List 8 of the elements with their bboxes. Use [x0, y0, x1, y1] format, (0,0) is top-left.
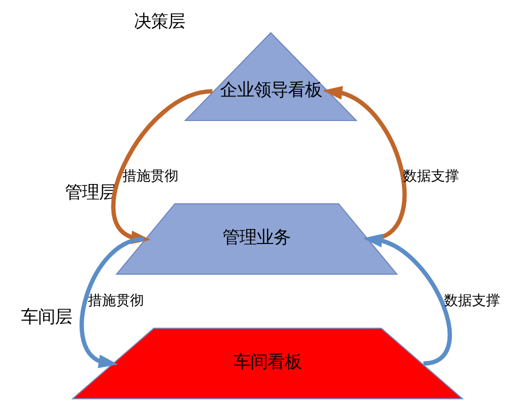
edge-label: 措施贯彻	[88, 292, 144, 308]
node-label: 车间层	[21, 307, 72, 328]
node-label: 决策层	[134, 12, 185, 32]
edge-label: 数据支撑	[444, 292, 500, 308]
arrow	[322, 85, 406, 241]
arrow	[80, 236, 144, 368]
arrow	[362, 233, 452, 366]
edge-label: 措施贯彻	[122, 168, 179, 184]
